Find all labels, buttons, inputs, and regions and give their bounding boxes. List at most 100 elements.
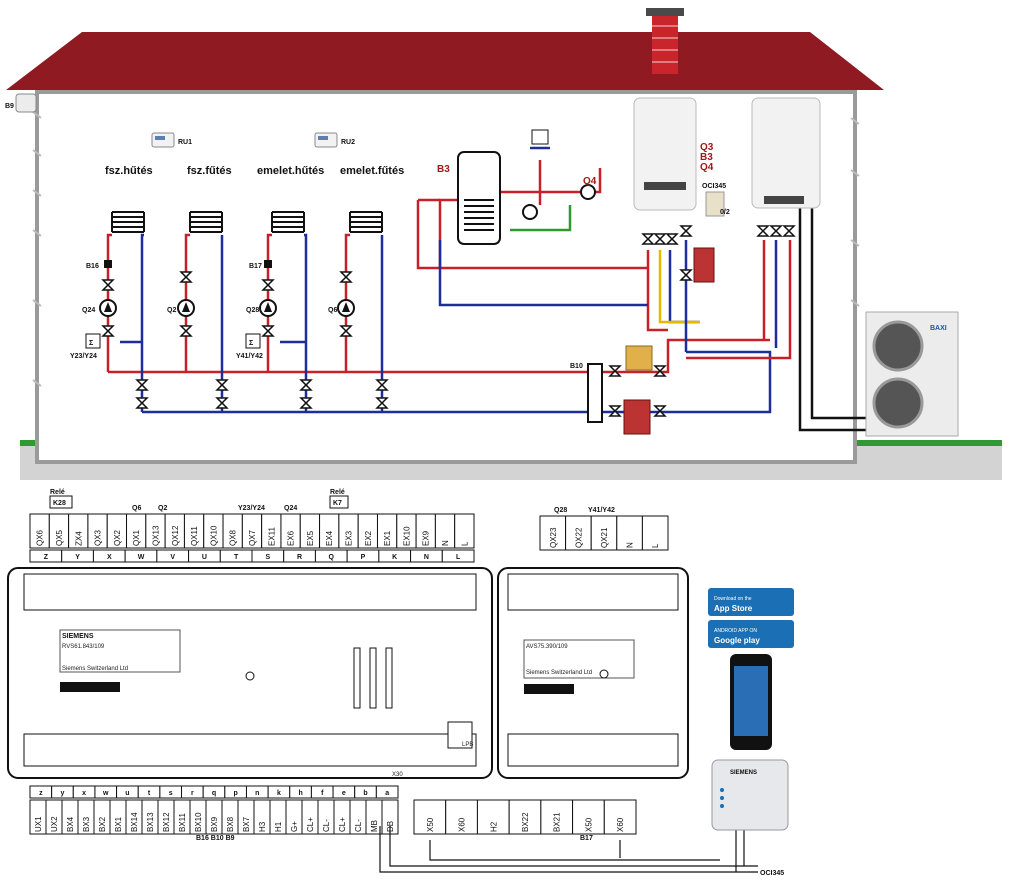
ext-top-signal-label: QX21: [600, 527, 609, 548]
boiler-output-q4: Q4: [700, 162, 714, 173]
actuator-symbol-1: Σ: [89, 340, 93, 347]
gateway-device-icon: [711, 759, 789, 831]
pump-q24-icon: [99, 299, 117, 317]
indoor-unit-body: [751, 97, 821, 209]
main-controller-body: [7, 567, 493, 779]
main-model: RVS61.843/109: [62, 644, 105, 650]
ext-bottom-signal-label-cell: [413, 799, 447, 835]
bottom-signal-label: BX1: [114, 816, 123, 832]
top-letter-label: R: [297, 554, 302, 561]
top-signal-label: EX6: [287, 530, 296, 546]
main-bottom-terminal-block: [23, 733, 477, 767]
top-signal-label: EX4: [325, 530, 334, 546]
top-signal-label: N: [441, 540, 450, 546]
house: B9: [5, 8, 1002, 480]
chimney: [652, 14, 678, 74]
ext-bottom-signal-label: X60: [616, 817, 625, 832]
expansion-device-icon: [625, 345, 653, 371]
app-store-line2: App Store: [714, 604, 753, 613]
top-letter-label: Z: [44, 554, 49, 561]
pump-q6-label: Q6: [328, 307, 337, 314]
actuator-icon: [245, 333, 261, 349]
pump-q24-label: Q24: [82, 307, 95, 314]
main-bottom-sensors: B16 B10 B9: [196, 835, 235, 842]
ext-bottom-terminal-block: [507, 733, 679, 767]
top-signal-label: EX2: [364, 530, 373, 546]
bus-wiring: [379, 826, 758, 873]
sensor-b16-icon: [104, 260, 112, 268]
bottom-signal-label: BX2: [98, 816, 107, 832]
grass-left: [20, 440, 40, 446]
valve-icon: [179, 271, 193, 337]
main-rating-label: [59, 629, 181, 673]
bottom-signal-label: CL-: [354, 819, 363, 832]
main-barcode: [60, 682, 120, 692]
top-letter-label: T: [234, 554, 239, 561]
top-signal-label: QX3: [94, 529, 103, 546]
cylinder-pump-label: Q4: [583, 176, 597, 187]
top-letter-label: L: [456, 554, 461, 561]
ext-bottom-signal-label: BX21: [553, 812, 562, 832]
valve-icon: [299, 379, 313, 409]
bottom-letter-label: h: [298, 790, 302, 797]
bottom-signal-label: BX10: [194, 812, 203, 832]
top-letter-label: W: [138, 554, 145, 561]
port-lpb: LPB: [462, 742, 473, 748]
emitter-zone-3: [271, 211, 305, 233]
main-screw-icon: [245, 671, 255, 681]
valve-icon: [339, 271, 353, 337]
zone-1-label: fsz.hűtés: [105, 165, 153, 177]
indoor-unit-display: [764, 196, 804, 204]
ext-bottom-signal-label-cell: [603, 799, 637, 835]
top-signal-label: L: [460, 541, 469, 546]
ext-top-signal-label: QX22: [574, 527, 583, 548]
cylinder-body: [457, 151, 501, 245]
sensor-b16-label: B16: [86, 263, 99, 270]
top-letter-label: V: [170, 554, 175, 561]
top-signal-label: EX1: [383, 530, 392, 546]
bottom-letter-label: a: [385, 790, 389, 797]
y23-label: Y23/Y24: [238, 505, 265, 512]
bottom-letter-label-cell: [375, 785, 399, 799]
pump-q6-icon: [337, 299, 355, 317]
boiler-output-b3: B3: [700, 152, 713, 163]
top-signal-label-cell: [454, 513, 475, 549]
zone-4-label: emelet.fűtés: [340, 165, 404, 177]
app-store-badge[interactable]: [708, 588, 794, 616]
ext-maker: Siemens Switzerland Ltd: [526, 670, 592, 676]
zone-labels: fsz.hűtés fsz.fűtés emelet.hűtés emelet.…: [105, 165, 404, 177]
valve-icon: [215, 379, 229, 409]
top-signal-label: EX11: [267, 526, 276, 546]
bottom-signal-label: CL-: [322, 819, 331, 832]
pump-q28-icon: [259, 299, 277, 317]
zone-3-label: emelet.hűtés: [257, 165, 324, 177]
ext-top-signal-label-cell: [616, 515, 643, 551]
gateway-label-house: OCI345: [702, 183, 726, 190]
chimney-cap: [646, 8, 684, 16]
bottom-letter-label: f: [321, 790, 324, 797]
rele-label-2: Relé: [330, 489, 345, 496]
top-signal-label: EX9: [422, 530, 431, 546]
room-unit-2-label: RU2: [341, 139, 355, 146]
boiler-display: [644, 182, 686, 190]
boiler-body: [633, 97, 697, 211]
main-controller: SIEMENS RVS61.843/109 Siemens Switzerlan…: [7, 567, 493, 779]
bottom-signal-label: BX7: [242, 816, 251, 832]
q2-label: Q2: [158, 505, 167, 512]
sensor-b17-label: B17: [249, 263, 262, 270]
smartphone-screen: [734, 666, 768, 736]
bottom-signal-label: BX8: [226, 816, 235, 832]
google-play-line1: ANDROID APP ON: [714, 628, 757, 634]
ext-top-terminal-block: [507, 573, 679, 611]
main-top-terminal-block: [23, 573, 477, 611]
bottom-sensor-labels: B16 B10 B9 B17: [196, 835, 593, 842]
valve-icon: [641, 233, 679, 245]
top-letter-label: N: [424, 554, 429, 561]
google-play-badge[interactable]: [708, 620, 794, 648]
top-signal-label: EX3: [345, 530, 354, 546]
bottom-signal-label: BX11: [178, 812, 187, 832]
mobile-section: Download on the App Store ANDROID APP ON…: [708, 588, 794, 831]
